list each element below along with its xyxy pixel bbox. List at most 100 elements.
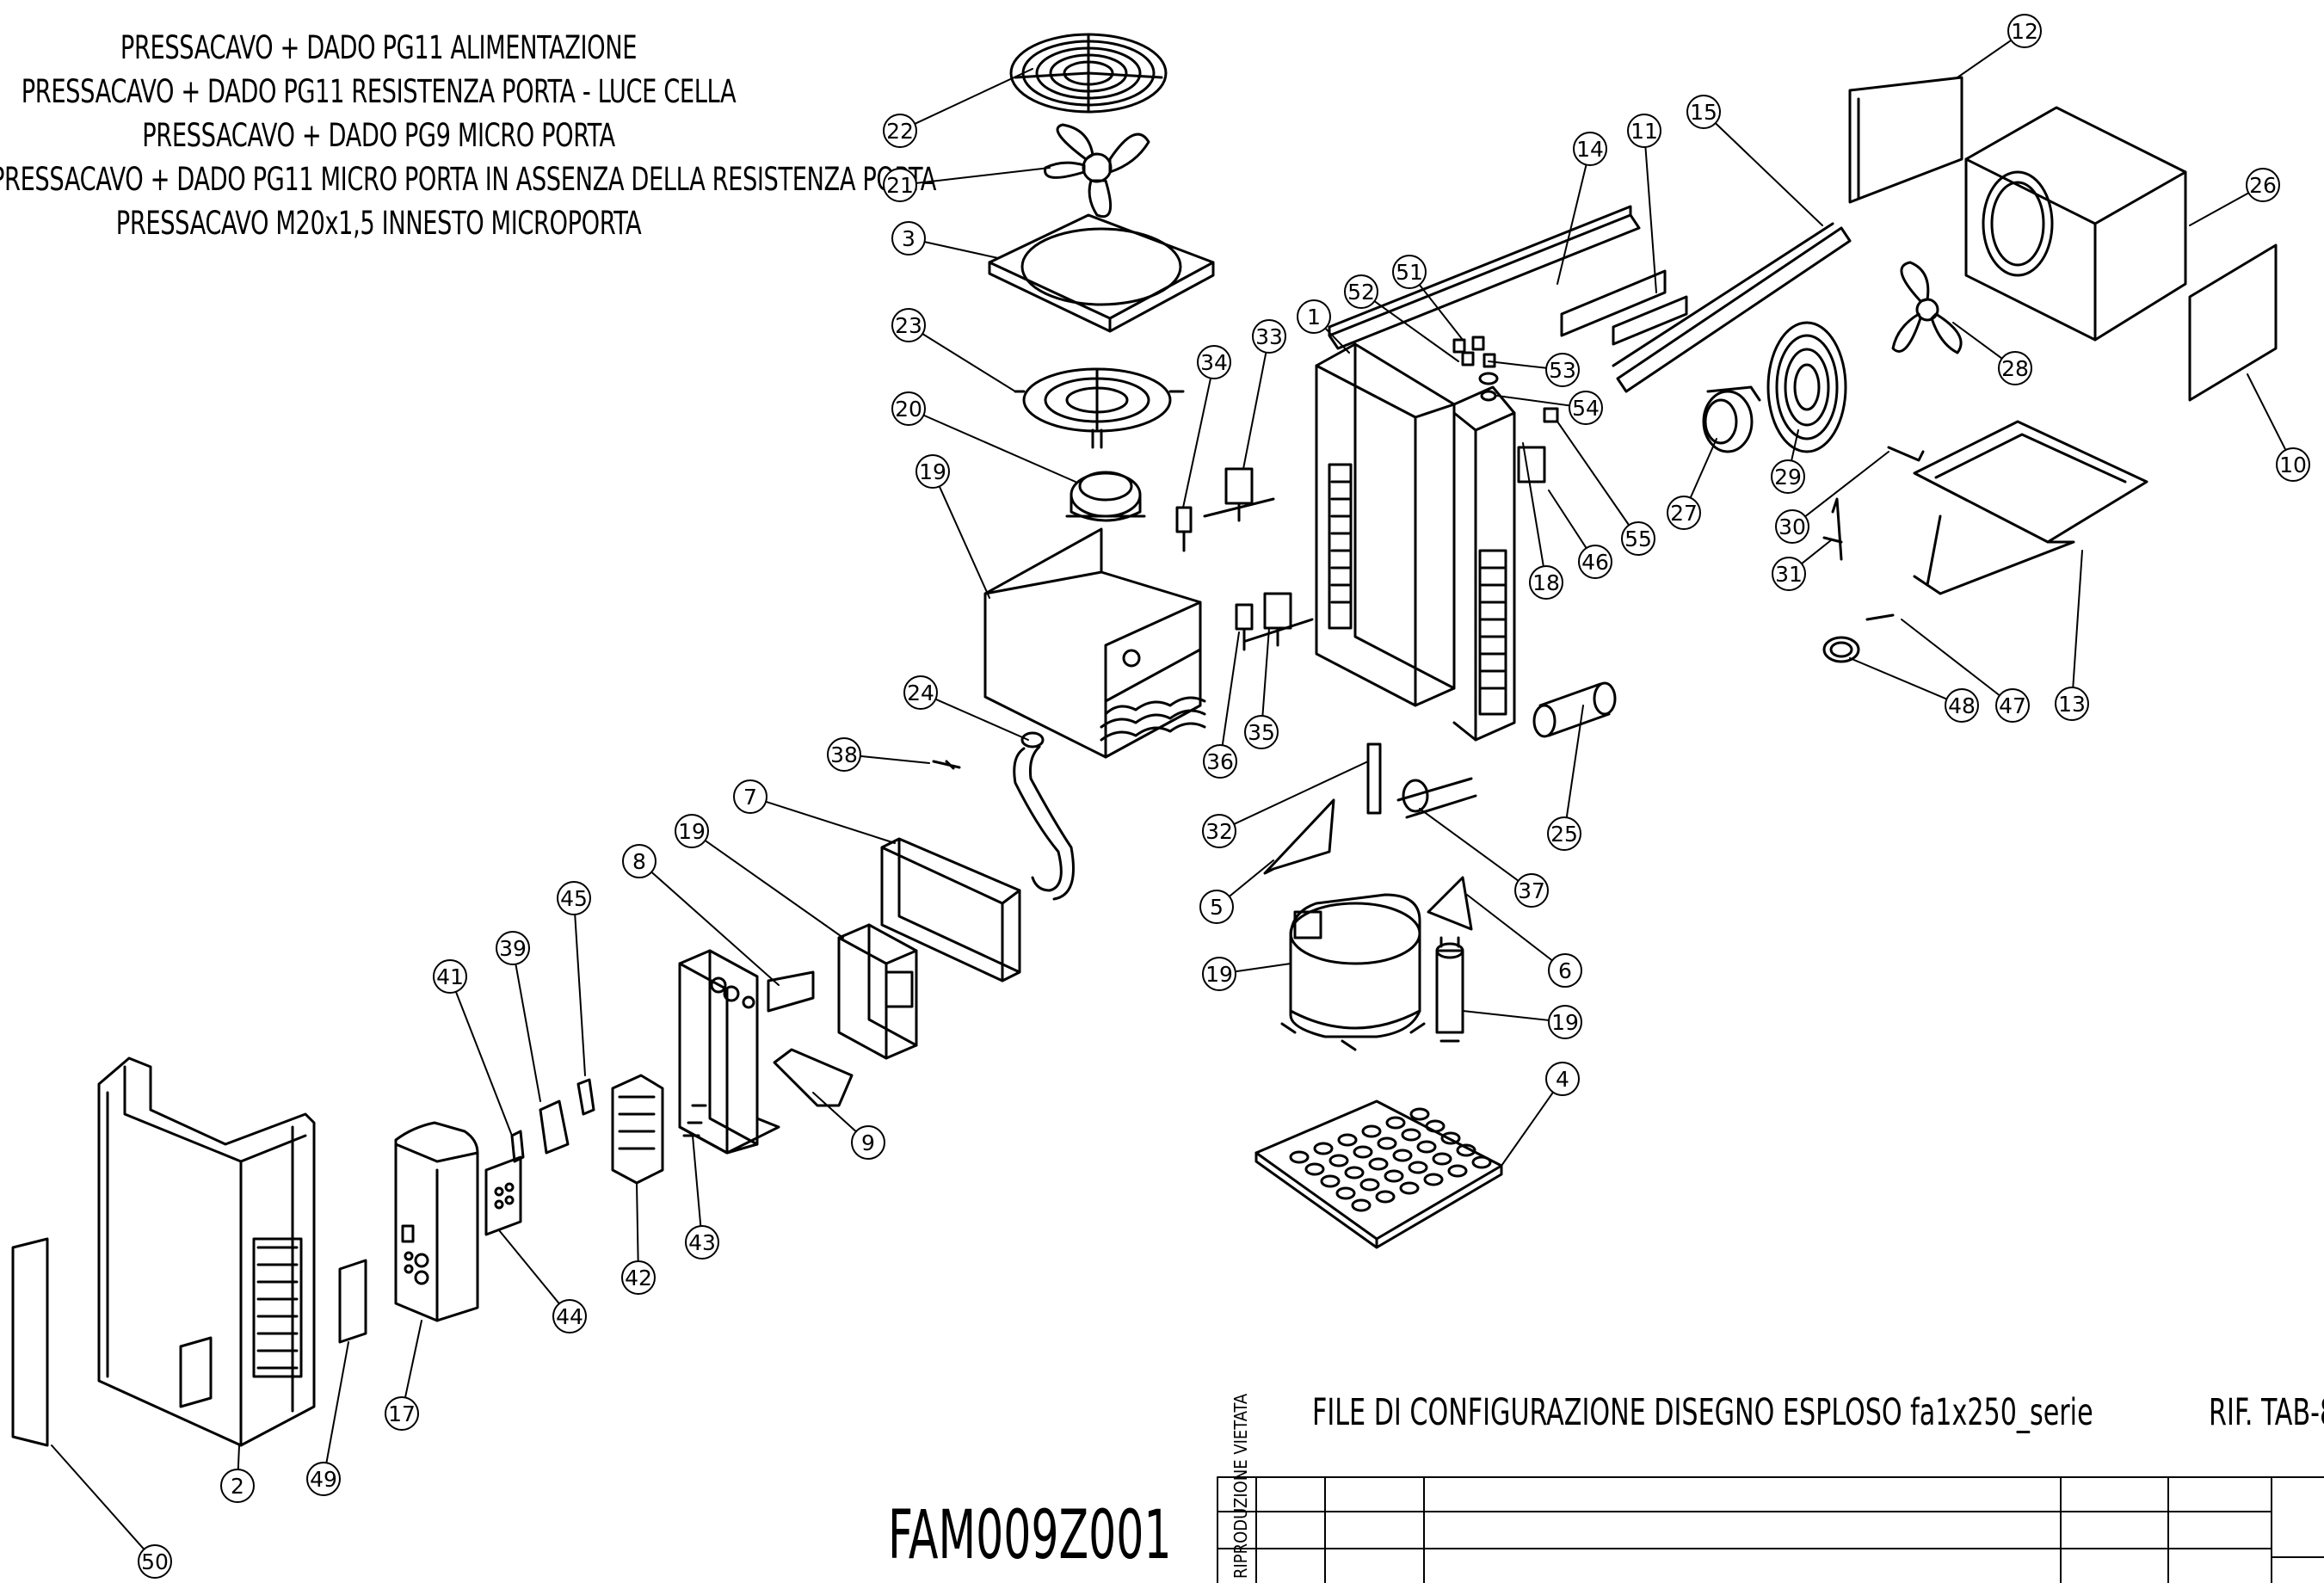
part-number-label: 27: [1670, 501, 1698, 526]
part-number-label: 30: [1778, 514, 1806, 539]
part-balloon: [2246, 168, 2280, 202]
part-balloon: [622, 844, 657, 878]
note-line: PRESSACAVO M20x1,5 INNESTO MICROPORTA: [115, 205, 642, 242]
condenser-frame: [1315, 342, 1516, 742]
leader-line: [1800, 539, 1832, 565]
part-number-label: 4: [1556, 1067, 1569, 1092]
leader-line: [325, 1341, 349, 1464]
bracket-9: [773, 1048, 854, 1107]
valve-group-top: [1175, 467, 1314, 651]
leader-line: [1644, 145, 1657, 293]
leader-line: [1714, 122, 1823, 226]
part-number-label: 52: [1347, 280, 1375, 305]
condenser-fan-guard: [1766, 321, 1847, 453]
keypad-45: [484, 1155, 522, 1236]
part-number-label: 29: [1774, 465, 1802, 490]
part-balloon: [1569, 391, 1603, 425]
leader-line: [1261, 627, 1270, 718]
part-balloon: [1197, 345, 1231, 379]
part-balloon: [891, 221, 926, 256]
part-number-label: 18: [1532, 570, 1560, 595]
part-balloon: [552, 1299, 587, 1334]
part-balloon: [1547, 816, 1581, 851]
leader-line: [237, 1444, 240, 1471]
leader-line: [922, 333, 1016, 392]
leader-line: [1373, 300, 1459, 362]
part-balloon: [851, 1125, 885, 1160]
front-control-panel: [394, 1121, 479, 1322]
evaporator-housing: [983, 527, 1206, 759]
base-hole: [1313, 1142, 1334, 1155]
part-number-label: 41: [436, 964, 464, 989]
leader-line: [1466, 894, 1553, 962]
base-hole: [1337, 1133, 1358, 1147]
part-balloon: [1202, 814, 1236, 848]
leader-line: [922, 414, 1076, 483]
part-number-label: 19: [1205, 962, 1233, 987]
part-number-label: 44: [556, 1304, 583, 1329]
leader-line: [765, 800, 896, 844]
leader-line: [1901, 619, 2000, 697]
base-hole: [1368, 1157, 1389, 1171]
part-number-label: 48: [1948, 693, 1976, 718]
fan-plate: [988, 213, 1215, 333]
base-hole: [1432, 1152, 1452, 1166]
part-number-label: 34: [1200, 350, 1228, 375]
part-balloon: [1775, 509, 1809, 544]
leader-line: [915, 167, 1051, 184]
base-hole: [1377, 1136, 1397, 1150]
leader-line: [1324, 327, 1350, 354]
part-number-label: 53: [1549, 358, 1576, 383]
part-balloon: [496, 931, 530, 965]
panel-50: [338, 1259, 367, 1344]
part-number-label: 36: [1206, 749, 1234, 774]
note-line: PRESSACAVO + DADO PG11 ALIMENTAZIONE: [120, 29, 638, 66]
part-balloon: [2055, 687, 2089, 721]
part-balloon: [1529, 565, 1563, 600]
part-number-label: 31: [1775, 562, 1803, 587]
main-cover: [97, 1056, 316, 1447]
part-balloon: [1548, 953, 1582, 988]
part-balloon: [220, 1469, 255, 1503]
control-panel-frame: [678, 949, 780, 1155]
base-hole: [1425, 1119, 1446, 1133]
leader-line: [404, 1320, 422, 1399]
part-balloon: [1686, 95, 1721, 129]
condenser-unit-housing: [1964, 106, 2187, 342]
base-hole: [1409, 1107, 1430, 1121]
part-number-label: 39: [499, 936, 527, 961]
leader-line: [2247, 373, 2287, 452]
part-number-label: 51: [1396, 260, 1423, 285]
base-hole: [1384, 1169, 1404, 1183]
part-number-label: 1: [1307, 305, 1321, 330]
part-balloon: [1514, 873, 1549, 908]
base-hole: [1289, 1150, 1310, 1164]
part-number-label: 9: [861, 1130, 875, 1155]
part-balloon: [1548, 1005, 1582, 1039]
electrical-box-cover: [880, 837, 1021, 982]
part-number-label: 6: [1558, 958, 1572, 983]
part-balloon: [1203, 744, 1237, 779]
part-number-label: 19: [1551, 1010, 1579, 1035]
leader-line: [1221, 631, 1240, 747]
part-balloon: [685, 1225, 719, 1260]
part-number-label: 54: [1572, 396, 1600, 421]
part-number-label: 22: [886, 119, 914, 144]
base-hole: [1440, 1131, 1461, 1145]
title-block: [1217, 1476, 2324, 1583]
leader-line: [1462, 1010, 1550, 1021]
fittings-group: [1452, 336, 1559, 484]
base-hole: [1456, 1143, 1476, 1157]
part-balloon: [883, 114, 917, 148]
part-number-label: 11: [1630, 119, 1658, 144]
leader-line: [1957, 39, 2013, 78]
part-number-label: 5: [1210, 895, 1224, 920]
part-number-label: 25: [1550, 822, 1578, 847]
part-number-label: 45: [560, 886, 588, 911]
leader-line: [1565, 705, 1584, 819]
base-hole: [1304, 1162, 1325, 1176]
base-plate-holes: [1289, 1107, 1492, 1212]
leader-line: [1522, 442, 1544, 568]
part-balloon: [903, 675, 938, 710]
